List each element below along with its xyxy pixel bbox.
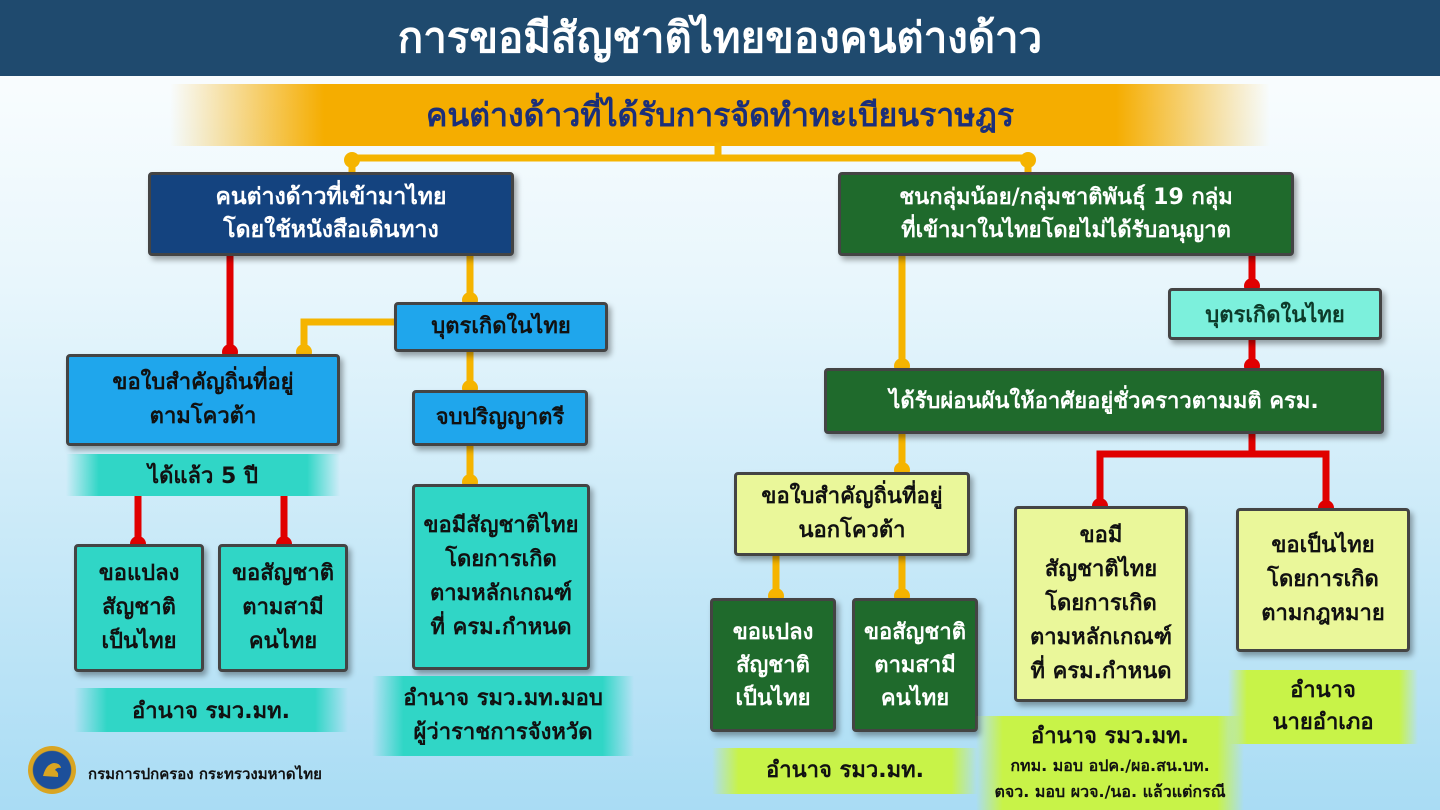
diagram-root-banner: คนต่างด้าวที่ได้รับการจัดทำทะเบียนราษฎร — [170, 84, 1270, 146]
nationality-by-birth-box-left: ขอมีสัญชาติไทย โดยการเกิด ตามหลักเกณฑ์ ท… — [412, 484, 590, 670]
authority-delegation-bangkok: กทม. มอบ อปค./ผอ.สน.บท. — [1010, 756, 1210, 775]
authority-governor-label: อำนาจ รมว.มท.มอบ ผู้ว่าราชการจังหวัด — [372, 676, 634, 756]
nationality-by-birth-box-right: ขอมี สัญชาติไทย โดยการเกิด ตามหลักเกณฑ์ … — [1014, 506, 1188, 702]
change-nationality-box-left: ขอแปลง สัญชาติ เป็นไทย — [74, 544, 204, 672]
thai-by-birth-law-box: ขอเป็นไทย โดยการเกิด ตามกฎหมาย — [1236, 508, 1410, 652]
child-born-in-thailand-box-left: บุตรเกิดในไทย — [394, 302, 608, 352]
authority-district-chief-label: อำนาจ นายอำเภอ — [1228, 670, 1418, 744]
lion-emblem-icon — [43, 763, 61, 777]
page-title: การขอมีสัญชาติไทยของคนต่างด้าว — [0, 0, 1440, 76]
authority-minister-label-right: อำนาจ รมว.มท. — [712, 748, 978, 794]
authority-delegation-label: อำนาจ รมว.มท. กทม. มอบ อปค./ผอ.สน.บท. ตจ… — [976, 716, 1244, 810]
residence-quota-box: ขอใบสำคัญถิ่นที่อยู่ ตามโควต้า — [66, 354, 340, 446]
ethnic-minority-box: ชนกลุ่มน้อย/กลุ่มชาติพันธุ์ 19 กลุ่ม ที่… — [838, 172, 1294, 256]
footer-organization: กรมการปกครอง กระทรวงมหาดไทย — [88, 765, 322, 783]
child-born-in-thailand-box-right: บุตรเกิดในไทย — [1168, 288, 1382, 340]
residence-out-quota-box: ขอใบสำคัญถิ่นที่อยู่ นอกโควต้า — [734, 472, 970, 556]
after-5-years-label: ได้แล้ว 5 ปี — [66, 454, 340, 496]
temporary-stay-box: ได้รับผ่อนผันให้อาศัยอยู่ชั่วคราวตามมติ … — [824, 368, 1384, 434]
passport-entry-box: คนต่างด้าวที่เข้ามาไทย โดยใช้หนังสือเดิน… — [148, 172, 514, 256]
department-seal-logo — [28, 746, 76, 794]
nationality-by-husband-box-left: ขอสัญชาติ ตามสามี คนไทย — [218, 544, 348, 672]
authority-delegation-main: อำนาจ รมว.มท. — [1031, 724, 1189, 749]
nationality-by-husband-box-right: ขอสัญชาติ ตามสามี คนไทย — [852, 598, 978, 732]
authority-delegation-provinces: ตจว. มอบ ผวจ./นอ. แล้วแต่กรณี — [994, 782, 1226, 801]
bachelor-degree-box: จบปริญญาตรี — [412, 390, 588, 446]
authority-minister-label-left: อำนาจ รมว.มท. — [74, 688, 348, 732]
change-nationality-box-right: ขอแปลง สัญชาติ เป็นไทย — [710, 598, 836, 732]
